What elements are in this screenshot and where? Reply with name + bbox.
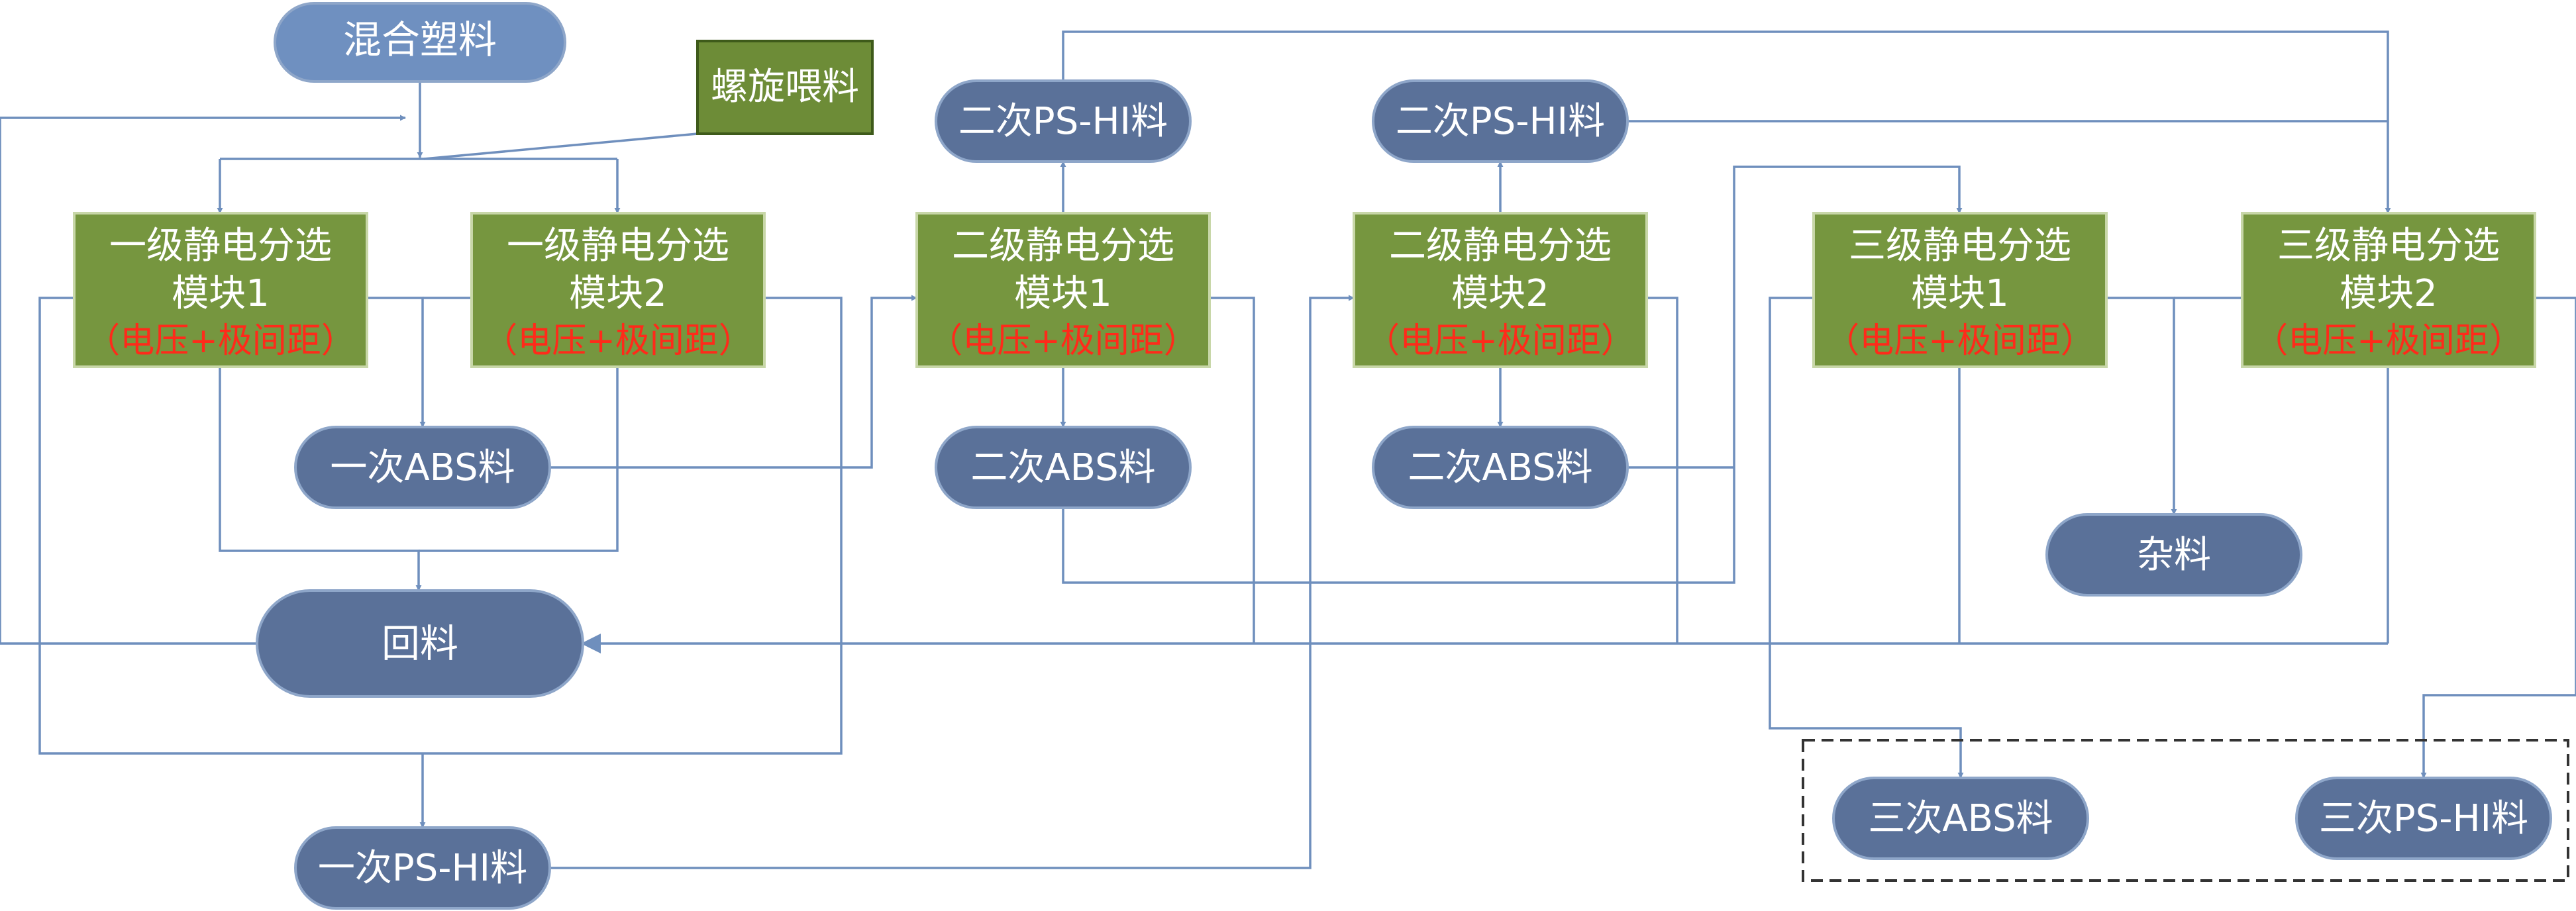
m11-abs-connector	[367, 297, 426, 428]
abs1-to-m21-connector	[550, 295, 917, 469]
ps-2b-pill: 二次PS-HI料	[1372, 79, 1629, 163]
svg-text:模块2: 模块2	[2340, 272, 2438, 315]
svg-text:一次ABS料: 一次ABS料	[330, 446, 515, 489]
svg-text:模块1: 模块1	[1911, 272, 2009, 315]
abs-2b-pill: 二次ABS料	[1372, 426, 1629, 509]
svg-text:回料: 回料	[382, 621, 458, 666]
svg-text:模块2: 模块2	[569, 272, 667, 315]
m32-right-ps3-connector	[2420, 297, 2576, 779]
svg-text:一级静电分选: 一级静电分选	[507, 224, 729, 267]
module-1-1: 一级静电分选 模块1 （电压+极间距）	[73, 212, 368, 368]
svg-text:杂料: 杂料	[2137, 534, 2211, 577]
m11-ps-route-connector	[38, 297, 843, 755]
module-3-1: 三级静电分选 模块1 （电压+极间距）	[1812, 212, 2108, 368]
svg-text:一次PS-HI料: 一次PS-HI料	[318, 847, 527, 890]
feeder-callout-connector	[423, 132, 698, 160]
abs2a-to-m31-connector	[1062, 166, 1963, 584]
svg-text:二级静电分选: 二级静电分选	[952, 224, 1174, 267]
svg-text:模块1: 模块1	[172, 272, 270, 315]
m11-bottom-connector	[219, 367, 422, 591]
m31-left-abs3-connector	[1769, 297, 1964, 779]
svg-text:（电压+极间距）: （电压+极间距）	[1825, 321, 2095, 361]
ps-1-pill: 一次PS-HI料	[294, 826, 551, 910]
svg-text:（电压+极间距）: （电压+极间距）	[85, 321, 356, 361]
module-1-2: 一级静电分选 模块2 （电压+极间距）	[470, 212, 766, 368]
start-label: 混合塑料	[343, 17, 497, 62]
svg-text:一级静电分选: 一级静电分选	[109, 224, 332, 267]
svg-text:二次PS-HI料: 二次PS-HI料	[958, 100, 1168, 143]
feeder-box	[696, 40, 874, 135]
m12-bottom-connector	[419, 367, 619, 552]
svg-text:三级静电分选: 三级静电分选	[2277, 224, 2500, 267]
feeder-label: 螺旋喂料	[711, 66, 859, 109]
svg-text:三次PS-HI料: 三次PS-HI料	[2319, 797, 2528, 840]
abs-1-pill: 一次ABS料	[294, 426, 551, 509]
m22-side-recycle-connector	[1647, 297, 1678, 644]
connector-lines	[0, 30, 2576, 869]
svg-text:模块1: 模块1	[1014, 272, 1112, 315]
svg-text:（电压+极间距）: （电压+极间距）	[1365, 321, 1635, 361]
svg-text:二次ABS料: 二次ABS料	[970, 446, 1155, 489]
svg-text:（电压+极间距）: （电压+极间距）	[2253, 321, 2524, 361]
svg-text:模块2: 模块2	[1451, 272, 1549, 315]
module-3-2: 三级静电分选 模块2 （电压+极间距）	[2241, 212, 2536, 368]
ps2a-to-m32-connector	[1062, 30, 2391, 214]
svg-text:二级静电分选: 二级静电分选	[1389, 224, 1612, 267]
m31-misc-connector	[2106, 297, 2177, 515]
module-2-2: 二级静电分选 模块2 （电压+极间距）	[1353, 212, 1648, 368]
misc-pill: 杂料	[2045, 513, 2302, 597]
start-pill	[274, 2, 566, 83]
recycle-pill: 回料	[256, 589, 584, 698]
abs-3-pill: 三次ABS料	[1832, 777, 2089, 860]
svg-text:（电压+极间距）: （电压+极间距）	[928, 321, 1198, 361]
ps-3-pill: 三次PS-HI料	[2295, 777, 2552, 860]
svg-text:二次ABS料: 二次ABS料	[1408, 446, 1592, 489]
m21-side-recycle-connector	[1210, 297, 1255, 644]
svg-text:（电压+极间距）: （电压+极间距）	[483, 321, 753, 361]
module-2-1: 二级静电分选 模块1 （电压+极间距）	[915, 212, 1211, 368]
svg-text:三次ABS料: 三次ABS料	[1868, 797, 2053, 840]
recycle-loop-top-connector	[0, 115, 406, 645]
svg-text:二次PS-HI料: 二次PS-HI料	[1396, 100, 1605, 143]
abs-2a-pill: 二次ABS料	[935, 426, 1192, 509]
ps-2a-pill: 二次PS-HI料	[935, 79, 1192, 163]
final-products-dashed-box	[1802, 739, 2569, 882]
svg-text:三级静电分选: 三级静电分选	[1849, 224, 2071, 267]
